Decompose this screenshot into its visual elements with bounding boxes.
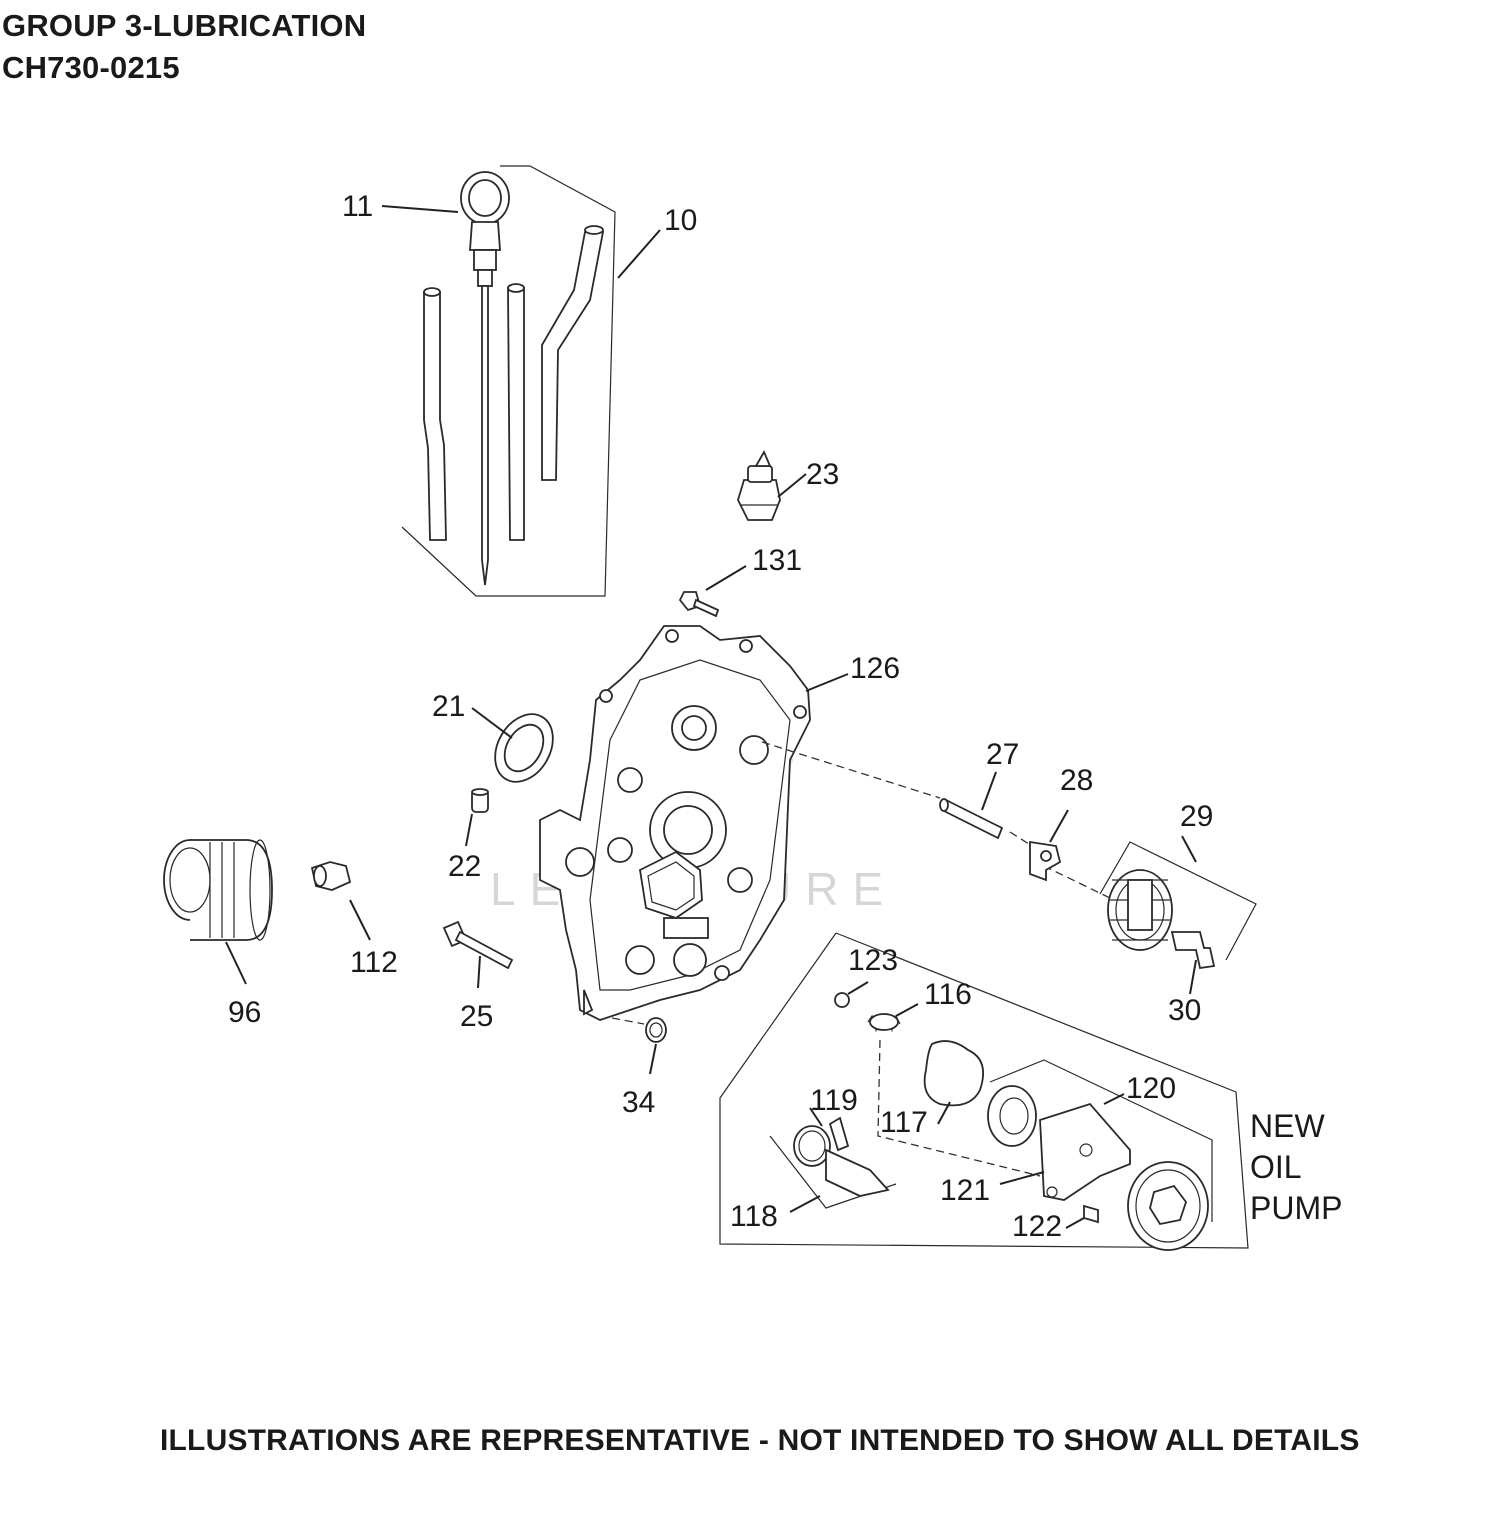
oil-seal[interactable] [483,704,564,792]
mounting-screw[interactable] [442,920,514,970]
new-oil-pump-kit[interactable] [719,932,1249,1251]
retainer-clip[interactable] [1029,840,1062,882]
dipstick[interactable] [460,171,510,586]
pump-cover-plate[interactable] [1039,1102,1131,1201]
note-pump: PUMP [1250,1190,1343,1226]
callout-28: 28 [1060,764,1093,797]
page-title: GROUP 3-LUBRICATION [2,8,367,43]
callout-34: 34 [622,1086,655,1119]
pump-rotor[interactable] [987,1085,1037,1147]
callout-119: 119 [810,1084,858,1117]
callout-29: 29 [1180,800,1213,833]
governor-gear-assembly[interactable] [1099,841,1257,961]
callout-96: 96 [228,996,261,1029]
check-ball[interactable] [834,992,850,1008]
callout-112: 112 [350,946,398,979]
callout-21: 21 [432,690,465,723]
callout-23: 23 [806,458,839,491]
pump-gasket[interactable] [923,1040,984,1107]
callout-27: 27 [986,738,1019,771]
pump-screw[interactable] [1083,1204,1099,1224]
note-new: NEW [1250,1108,1325,1144]
callout-118: 118 [730,1200,778,1233]
model-number: CH730-0215 [2,50,180,85]
oil-filter[interactable] [163,839,273,941]
disclaimer-footer: ILLUSTRATIONS ARE REPRESENTATIVE - NOT I… [160,1424,1360,1457]
callout-22: 22 [448,850,481,883]
callout-131: 131 [752,544,802,577]
callout-120: 120 [1126,1072,1176,1105]
oil-pickup-screen[interactable] [825,1116,890,1197]
callout-126: 126 [850,652,900,685]
callout-121: 121 [940,1174,990,1207]
relief-spring[interactable] [867,1013,901,1033]
dipstick-tube-group[interactable] [401,165,616,597]
shaft-pin[interactable] [939,798,1004,840]
closure-plate[interactable] [539,625,811,1021]
note-oil: OIL [1250,1149,1302,1185]
callout-123: 123 [848,944,898,977]
filter-adapter-nipple[interactable] [310,861,352,891]
callout-117: 117 [880,1106,928,1139]
callout-10: 10 [664,204,697,237]
callout-11: 11 [342,190,373,223]
callout-122: 122 [1012,1210,1062,1243]
dowel-pin[interactable] [471,788,489,813]
callout-25: 25 [460,1000,493,1033]
screw-131[interactable] [678,591,720,618]
o-ring-34[interactable] [645,1017,667,1043]
governor-shaft[interactable] [1170,931,1216,970]
oil-pressure-switch[interactable] [737,449,781,521]
pump-drive-gear[interactable] [1127,1161,1209,1251]
callout-30: 30 [1168,994,1201,1027]
callout-116: 116 [924,978,972,1011]
